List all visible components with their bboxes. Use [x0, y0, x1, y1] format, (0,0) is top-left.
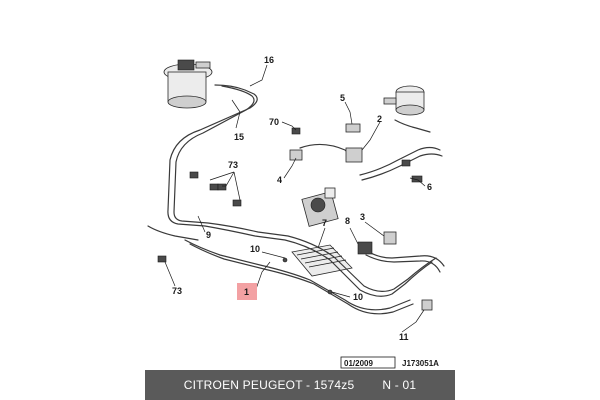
callout-4: 4	[277, 175, 282, 185]
callout-7: 7	[322, 218, 327, 228]
fuel-line-bundle	[147, 84, 445, 315]
caption-brand: CITROEN PEUGEOT - 1574z5	[183, 378, 355, 392]
fuel-filter	[383, 85, 425, 116]
callout-15: 15	[234, 132, 244, 142]
callout-labels: 16 15 5 2 70 4 6 73 9 7 10 8 3 73 10 11	[172, 55, 432, 342]
callout-10-top: 10	[250, 244, 260, 254]
clip-group-73	[157, 171, 242, 263]
leader-lines	[164, 64, 426, 333]
caption-code: N - 01	[382, 378, 417, 392]
connector-parts	[282, 123, 433, 311]
caption-bar: CITROEN PEUGEOT - 1574z5 N - 01	[145, 370, 455, 400]
callout-70: 70	[269, 117, 279, 127]
callout-73-top: 73	[228, 160, 238, 170]
callout-8: 8	[345, 216, 350, 226]
callout-2: 2	[377, 114, 382, 124]
high-pressure-pump	[301, 187, 339, 227]
highlighted-part-label: 1	[244, 287, 249, 297]
callout-73-bottom: 73	[172, 286, 182, 296]
fuel-pump-module	[163, 59, 213, 109]
highlighted-part-1: 1	[237, 283, 257, 300]
callout-9: 9	[206, 230, 211, 240]
stamp-reference: J173051A	[402, 359, 439, 368]
callout-11: 11	[399, 332, 409, 342]
callout-3: 3	[360, 212, 365, 222]
callout-6: 6	[427, 182, 432, 192]
reference-stamp: 01/2009 J173051A	[340, 356, 439, 369]
callout-10-bottom: 10	[353, 292, 363, 302]
callout-5: 5	[340, 93, 345, 103]
stamp-date: 01/2009	[344, 359, 373, 368]
callout-16: 16	[264, 55, 274, 65]
